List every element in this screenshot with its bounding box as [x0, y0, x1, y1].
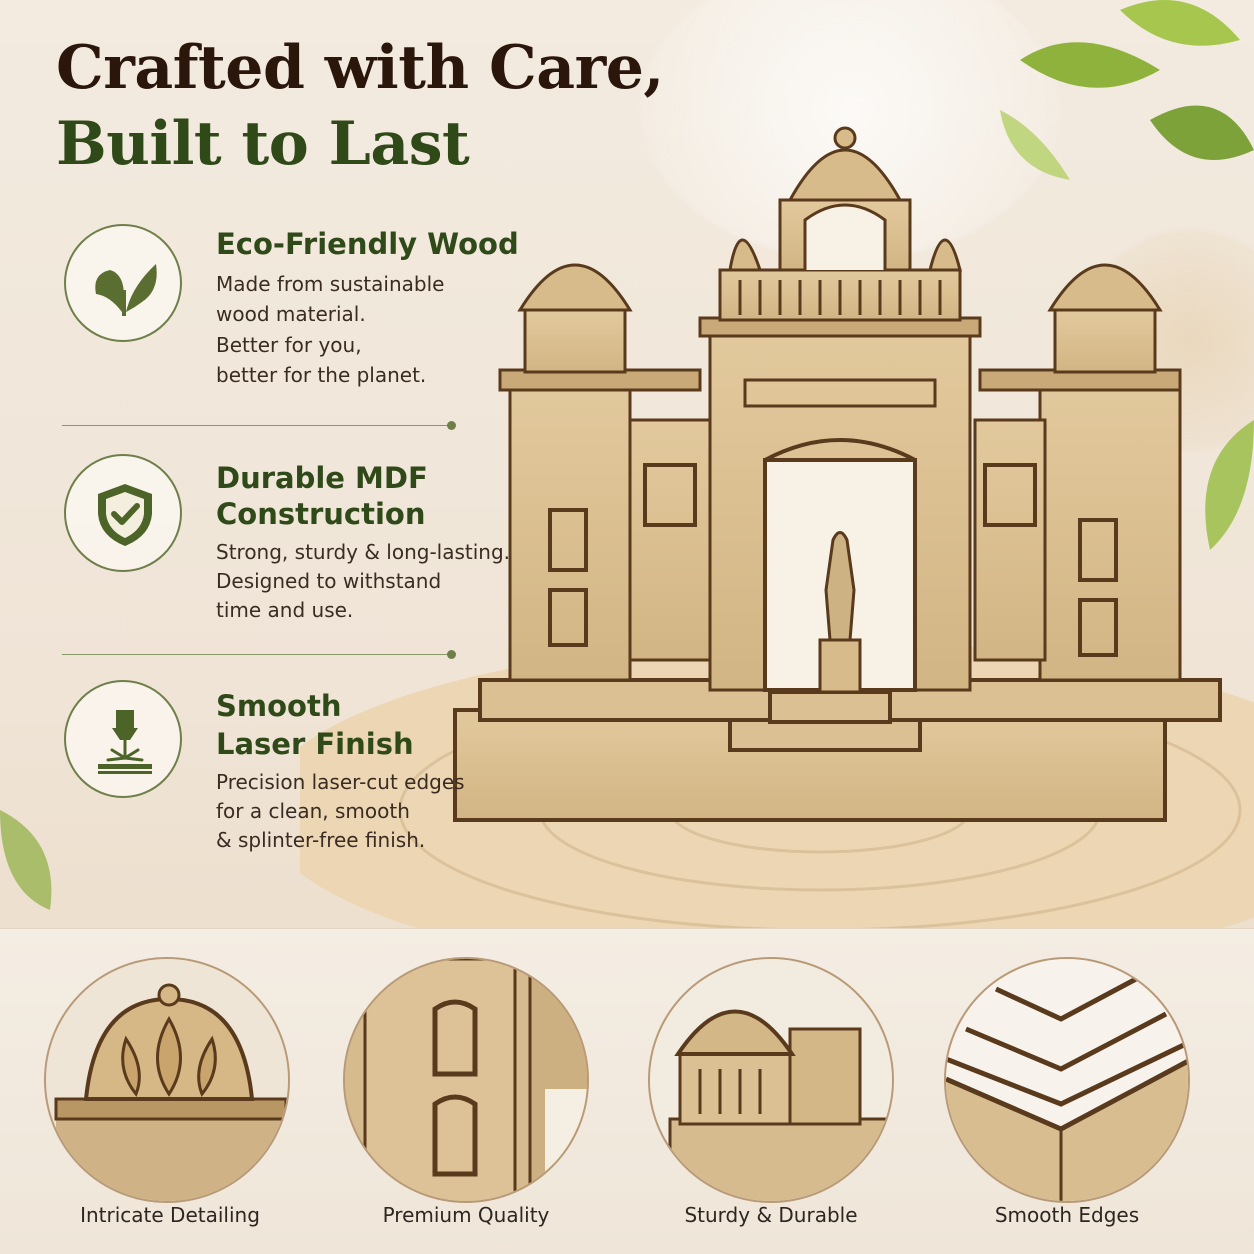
feature-description-line: Made from sustainable: [216, 272, 445, 296]
thumbnail-caption: Intricate Detailing: [80, 1203, 260, 1227]
feature-description-line: Strong, sturdy & long-lasting.: [216, 540, 511, 564]
leaf-decoration: [0, 810, 52, 910]
page-headline: Crafted with Care, Built to Last: [56, 30, 664, 182]
dome-closeup-image: [46, 959, 288, 1201]
thumbnail-window-closeup: [343, 957, 589, 1203]
feature-description-line: better for the planet.: [216, 363, 427, 387]
feature-title: Smooth: [216, 689, 342, 723]
thumbnail-dome-closeup: [44, 957, 290, 1203]
thumbnail-tower-closeup: [648, 957, 894, 1203]
feature-description-line: Better for you,: [216, 333, 362, 357]
feature-icon-badge: [64, 454, 182, 572]
wooden-gate-model: [453, 126, 1222, 822]
laser-cut-icon: [98, 710, 152, 774]
thumbnail-caption: Sturdy & Durable: [684, 1203, 858, 1227]
feature-description-line: for a clean, smooth: [216, 799, 410, 823]
tower-closeup-image: [650, 959, 892, 1201]
feature-title: Durable MDF: [216, 461, 428, 495]
feature-icon-badge: [64, 224, 182, 342]
feature-description-line: Designed to withstand: [216, 569, 442, 593]
window-panel-closeup-image: [345, 959, 587, 1201]
feature-title: Laser Finish: [216, 727, 414, 761]
thumbnail-base-corner: [944, 957, 1190, 1203]
thumbnail-caption: Smooth Edges: [994, 1203, 1140, 1227]
leaf-branch-decoration: [1000, 0, 1254, 180]
feature-description-line: time and use.: [216, 598, 354, 622]
feature-description-line: & splinter-free finish.: [216, 828, 426, 852]
shield-check-icon: [98, 484, 152, 546]
feature-title: Construction: [216, 497, 426, 531]
leaf-icon: [95, 264, 157, 316]
hero-section: Crafted with Care, Built to Last Eco-Fri…: [0, 0, 1254, 928]
section-divider: [62, 421, 456, 430]
headline-line-1: Crafted with Care,: [56, 33, 664, 103]
thumbnail-caption: Premium Quality: [382, 1203, 550, 1227]
section-divider: [62, 650, 456, 659]
detail-thumbnails-row: Intricate Detailing Premium Quality: [0, 928, 1254, 1254]
feature-description-line: wood material.: [216, 302, 366, 326]
feature-description-line: Precision laser-cut edges: [216, 770, 465, 794]
headline-line-2: Built to Last: [56, 109, 470, 179]
base-corner-closeup-image: [946, 959, 1188, 1201]
feature-icon-badge: [64, 680, 182, 798]
leaf-decoration: [1205, 420, 1254, 550]
feature-title: Eco-Friendly Wood: [216, 227, 519, 261]
